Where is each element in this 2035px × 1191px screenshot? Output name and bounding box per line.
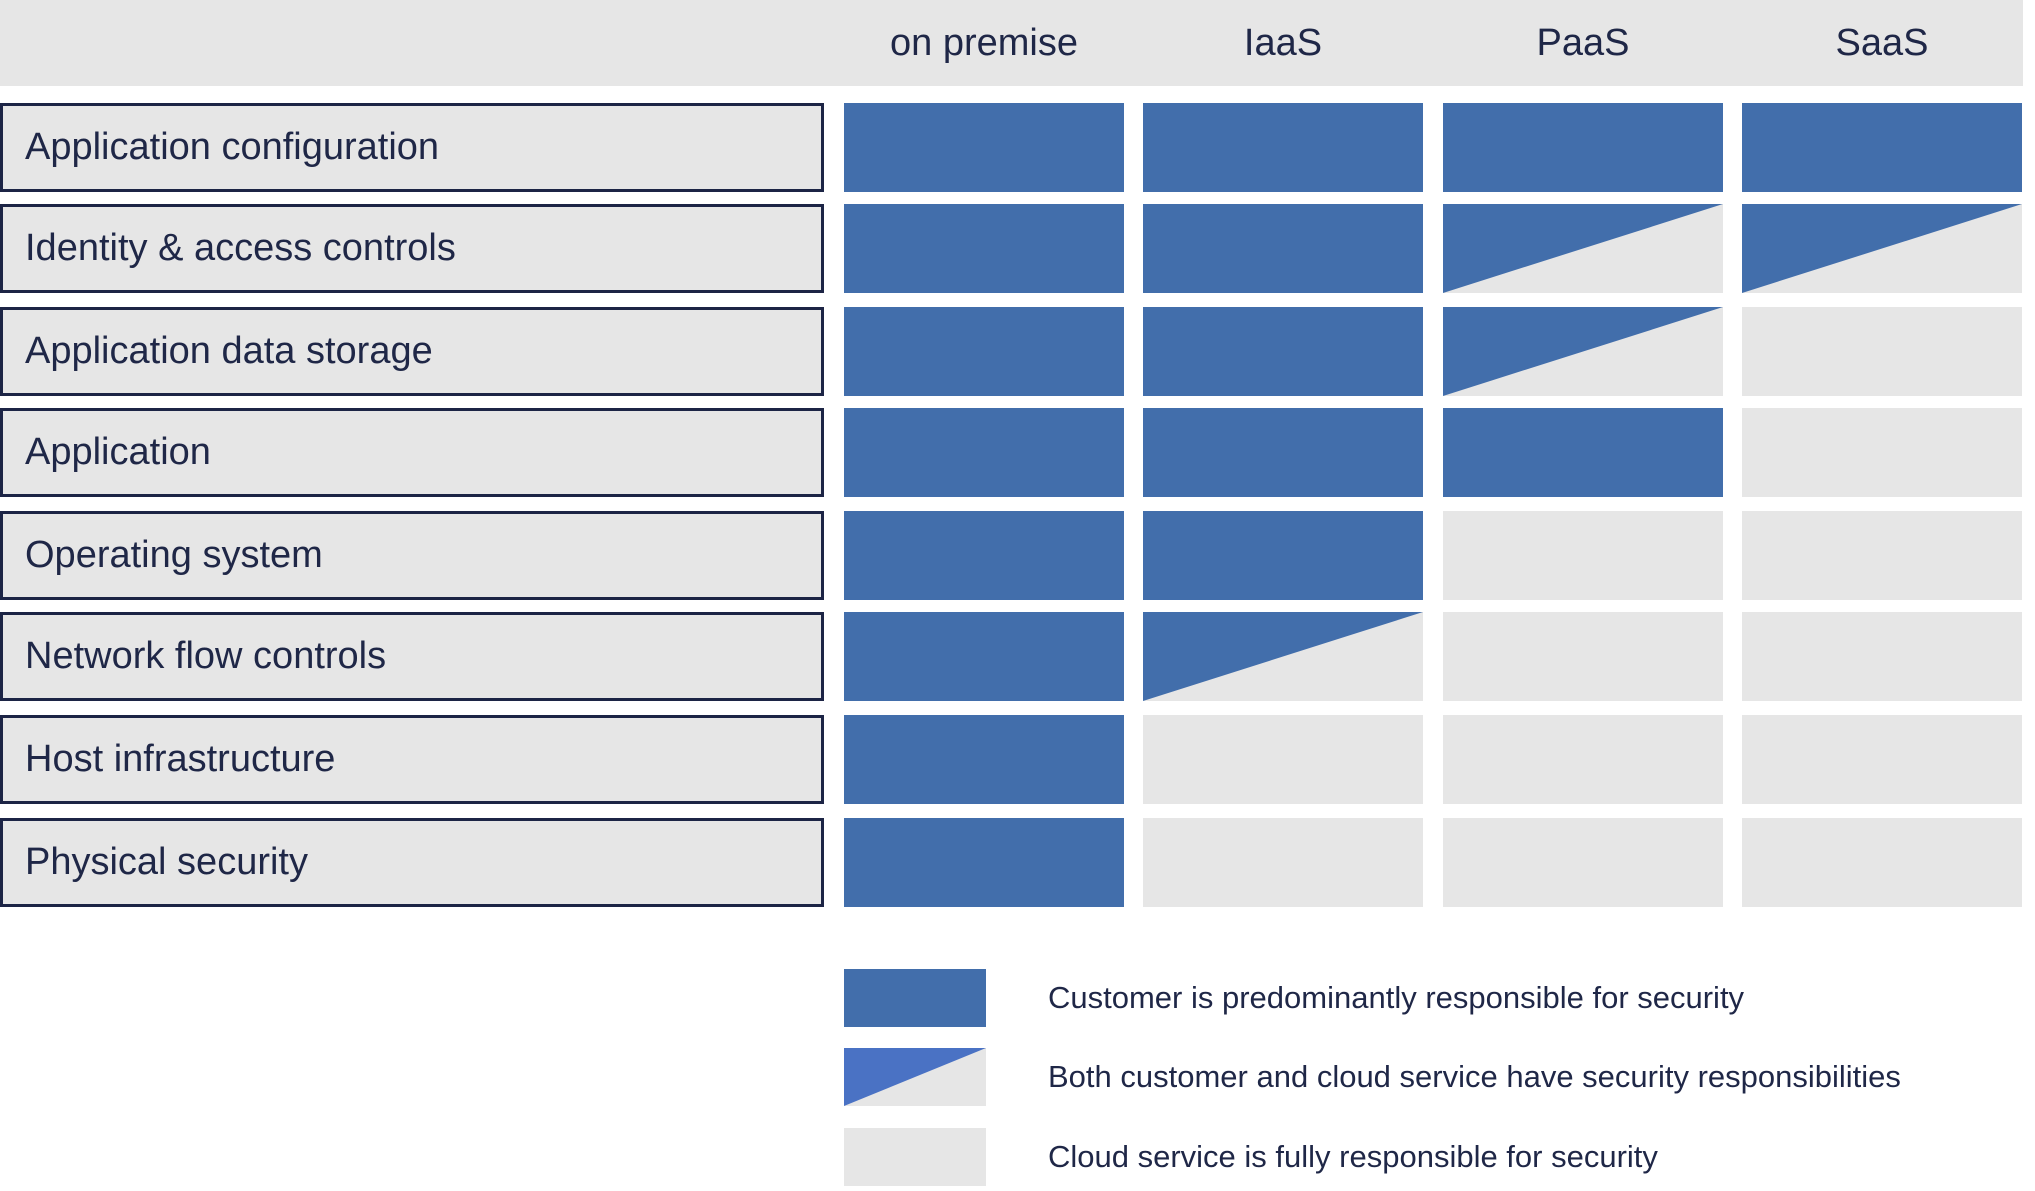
row-label: Network flow controls — [0, 612, 824, 701]
legend-text: Cloud service is fully responsible for s… — [1048, 1139, 1658, 1174]
cell-fill — [844, 511, 1124, 600]
cell-cloud — [1742, 715, 2022, 804]
cell-shared — [1742, 204, 2022, 293]
column-header: PaaS — [1536, 22, 1630, 64]
cell-fill — [1443, 511, 1723, 600]
cell-fill — [1742, 103, 2022, 192]
cell-cloud — [1443, 511, 1723, 600]
cell-fill — [1742, 408, 2022, 497]
shared-triangle — [1443, 204, 1723, 293]
cell-cloud — [1742, 307, 2022, 396]
cell-fill — [1143, 307, 1423, 396]
row-label: Application configuration — [0, 103, 824, 192]
cell-customer — [844, 511, 1124, 600]
cell-customer — [844, 307, 1124, 396]
cell-fill — [844, 1128, 986, 1186]
cell-fill — [1143, 408, 1423, 497]
cell-customer — [844, 103, 1124, 192]
cell-fill — [1443, 408, 1723, 497]
cell-shared — [1443, 204, 1723, 293]
cell-customer — [844, 715, 1124, 804]
cell-fill — [1742, 715, 2022, 804]
legend-swatch-shared — [844, 1048, 986, 1111]
cell-cloud — [1742, 612, 2022, 701]
cell-customer — [844, 204, 1124, 293]
cell-customer — [1143, 204, 1423, 293]
cell-customer — [1443, 103, 1723, 192]
cell-customer — [844, 818, 1124, 907]
cell-cloud — [1742, 818, 2022, 907]
cell-shared — [1143, 612, 1423, 701]
cell-customer — [844, 612, 1124, 701]
cell-fill — [1143, 818, 1423, 907]
shared-triangle — [1742, 204, 2022, 293]
cell-fill — [844, 307, 1124, 396]
cell-cloud — [1443, 612, 1723, 701]
cell-customer — [1143, 408, 1423, 497]
cell-cloud — [1443, 715, 1723, 804]
row-label: Operating system — [0, 511, 824, 600]
cell-customer — [1143, 103, 1423, 192]
legend-swatch-cloud — [844, 1128, 986, 1191]
column-header: on premise — [890, 22, 1078, 64]
cell-fill — [844, 612, 1124, 701]
cell-fill — [1742, 307, 2022, 396]
legend-text: Customer is predominantly responsible fo… — [1048, 980, 1745, 1015]
cell-fill — [1443, 818, 1723, 907]
cell-fill — [844, 715, 1124, 804]
cell-customer — [1143, 511, 1423, 600]
cell-fill — [1443, 612, 1723, 701]
cell-shared — [1443, 307, 1723, 396]
cell-fill — [1143, 103, 1423, 192]
cell-cloud — [1443, 818, 1723, 907]
cell-fill — [1443, 715, 1723, 804]
cell-customer — [1143, 307, 1423, 396]
cell-cloud — [1742, 511, 2022, 600]
cell-fill — [1742, 818, 2022, 907]
column-header: SaaS — [1835, 22, 1929, 64]
cell-customer — [844, 408, 1124, 497]
cell-fill — [1143, 511, 1423, 600]
cell-fill — [1143, 715, 1423, 804]
cell-fill — [844, 103, 1124, 192]
cell-cloud — [1143, 715, 1423, 804]
cell-fill — [844, 969, 986, 1027]
cell-customer — [1443, 408, 1723, 497]
shared-triangle — [844, 1048, 986, 1106]
cell-cloud — [1143, 818, 1423, 907]
cell-fill — [844, 204, 1124, 293]
legend-text: Both customer and cloud service have sec… — [1048, 1059, 1901, 1094]
row-label: Host infrastructure — [0, 715, 824, 804]
cell-fill — [1443, 103, 1723, 192]
column-header: IaaS — [1243, 22, 1323, 64]
legend-swatch-customer — [844, 969, 986, 1032]
shared-triangle — [1143, 612, 1423, 701]
row-label: Physical security — [0, 818, 824, 907]
cell-fill — [1742, 612, 2022, 701]
shared-triangle — [1443, 307, 1723, 396]
cell-cloud — [1742, 408, 2022, 497]
column-header-band — [0, 0, 2023, 86]
cell-fill — [1143, 204, 1423, 293]
cell-fill — [844, 408, 1124, 497]
row-label: Application data storage — [0, 307, 824, 396]
row-label: Application — [0, 408, 824, 497]
cell-fill — [844, 818, 1124, 907]
cell-customer — [1742, 103, 2022, 192]
cell-fill — [1742, 511, 2022, 600]
row-label: Identity & access controls — [0, 204, 824, 293]
